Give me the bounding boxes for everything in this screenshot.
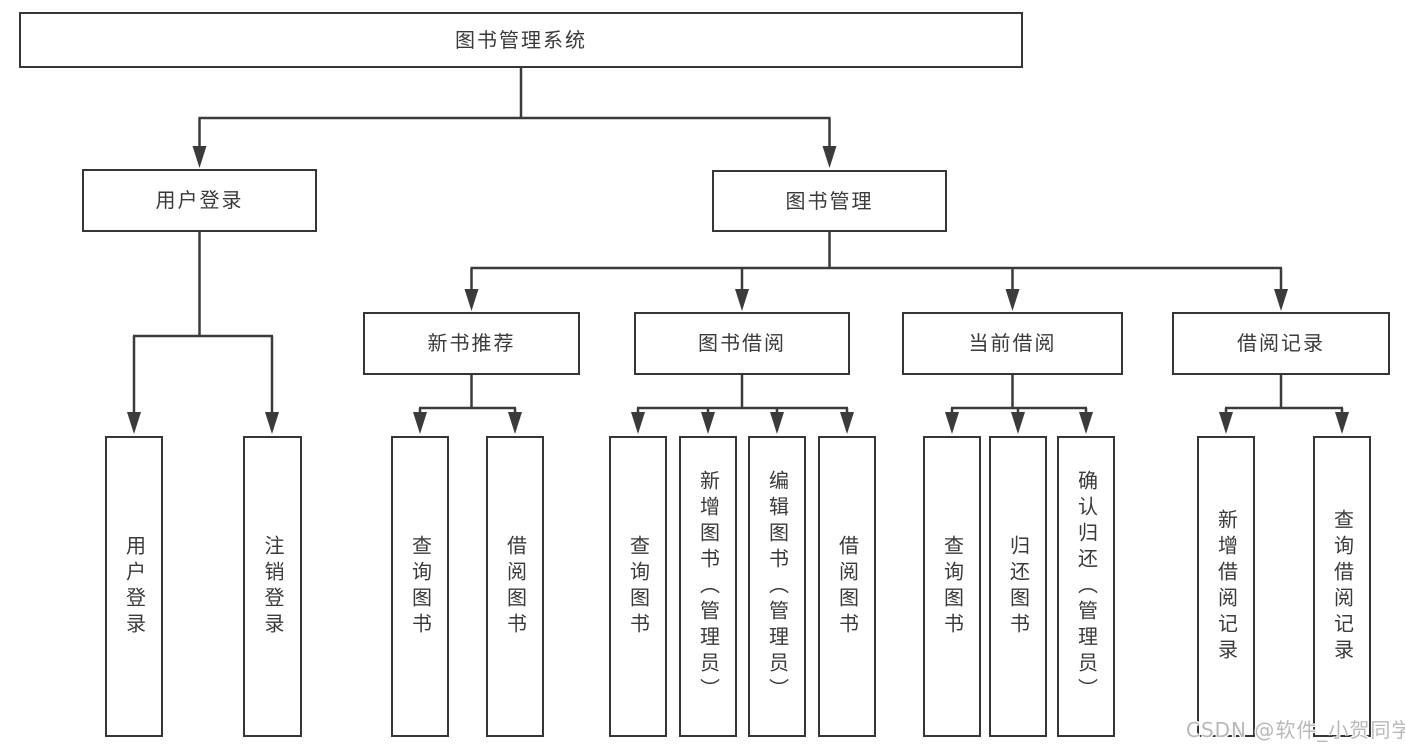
node-root-system: 图书管理系统: [19, 12, 1023, 68]
leaf-logout: 注销登录: [243, 436, 302, 737]
leaf-query-borrow-record: 查询借阅记录: [1313, 436, 1371, 737]
leaf-borrow-book-1: 借阅图书: [486, 436, 544, 737]
node-borrow-record: 借阅记录: [1172, 312, 1390, 375]
leaf-return-book: 归还图书: [989, 436, 1047, 737]
node-user-login: 用户登录: [82, 169, 317, 232]
leaf-query-book-2: 查询图书: [609, 436, 667, 737]
leaf-query-book-1: 查询图书: [391, 436, 449, 737]
node-current-borrow: 当前借阅: [902, 312, 1123, 375]
leaf-query-book-3: 查询图书: [923, 436, 981, 737]
node-book-borrow: 图书借阅: [634, 312, 850, 375]
csdn-watermark: CSDN @软件_小贺同学: [1186, 718, 1405, 742]
leaf-user-login: 用户登录: [105, 436, 163, 737]
node-book-management: 图书管理: [712, 170, 947, 232]
leaf-add-borrow-record: 新增借阅记录: [1197, 436, 1255, 737]
leaf-confirm-return-admin: 确认归还（管理员）: [1057, 436, 1115, 737]
leaf-add-book-admin: 新增图书（管理员）: [679, 436, 737, 737]
node-new-book-recommend: 新书推荐: [363, 312, 580, 375]
leaf-edit-book-admin: 编辑图书（管理员）: [748, 436, 806, 737]
leaf-borrow-book-2: 借阅图书: [818, 436, 876, 737]
